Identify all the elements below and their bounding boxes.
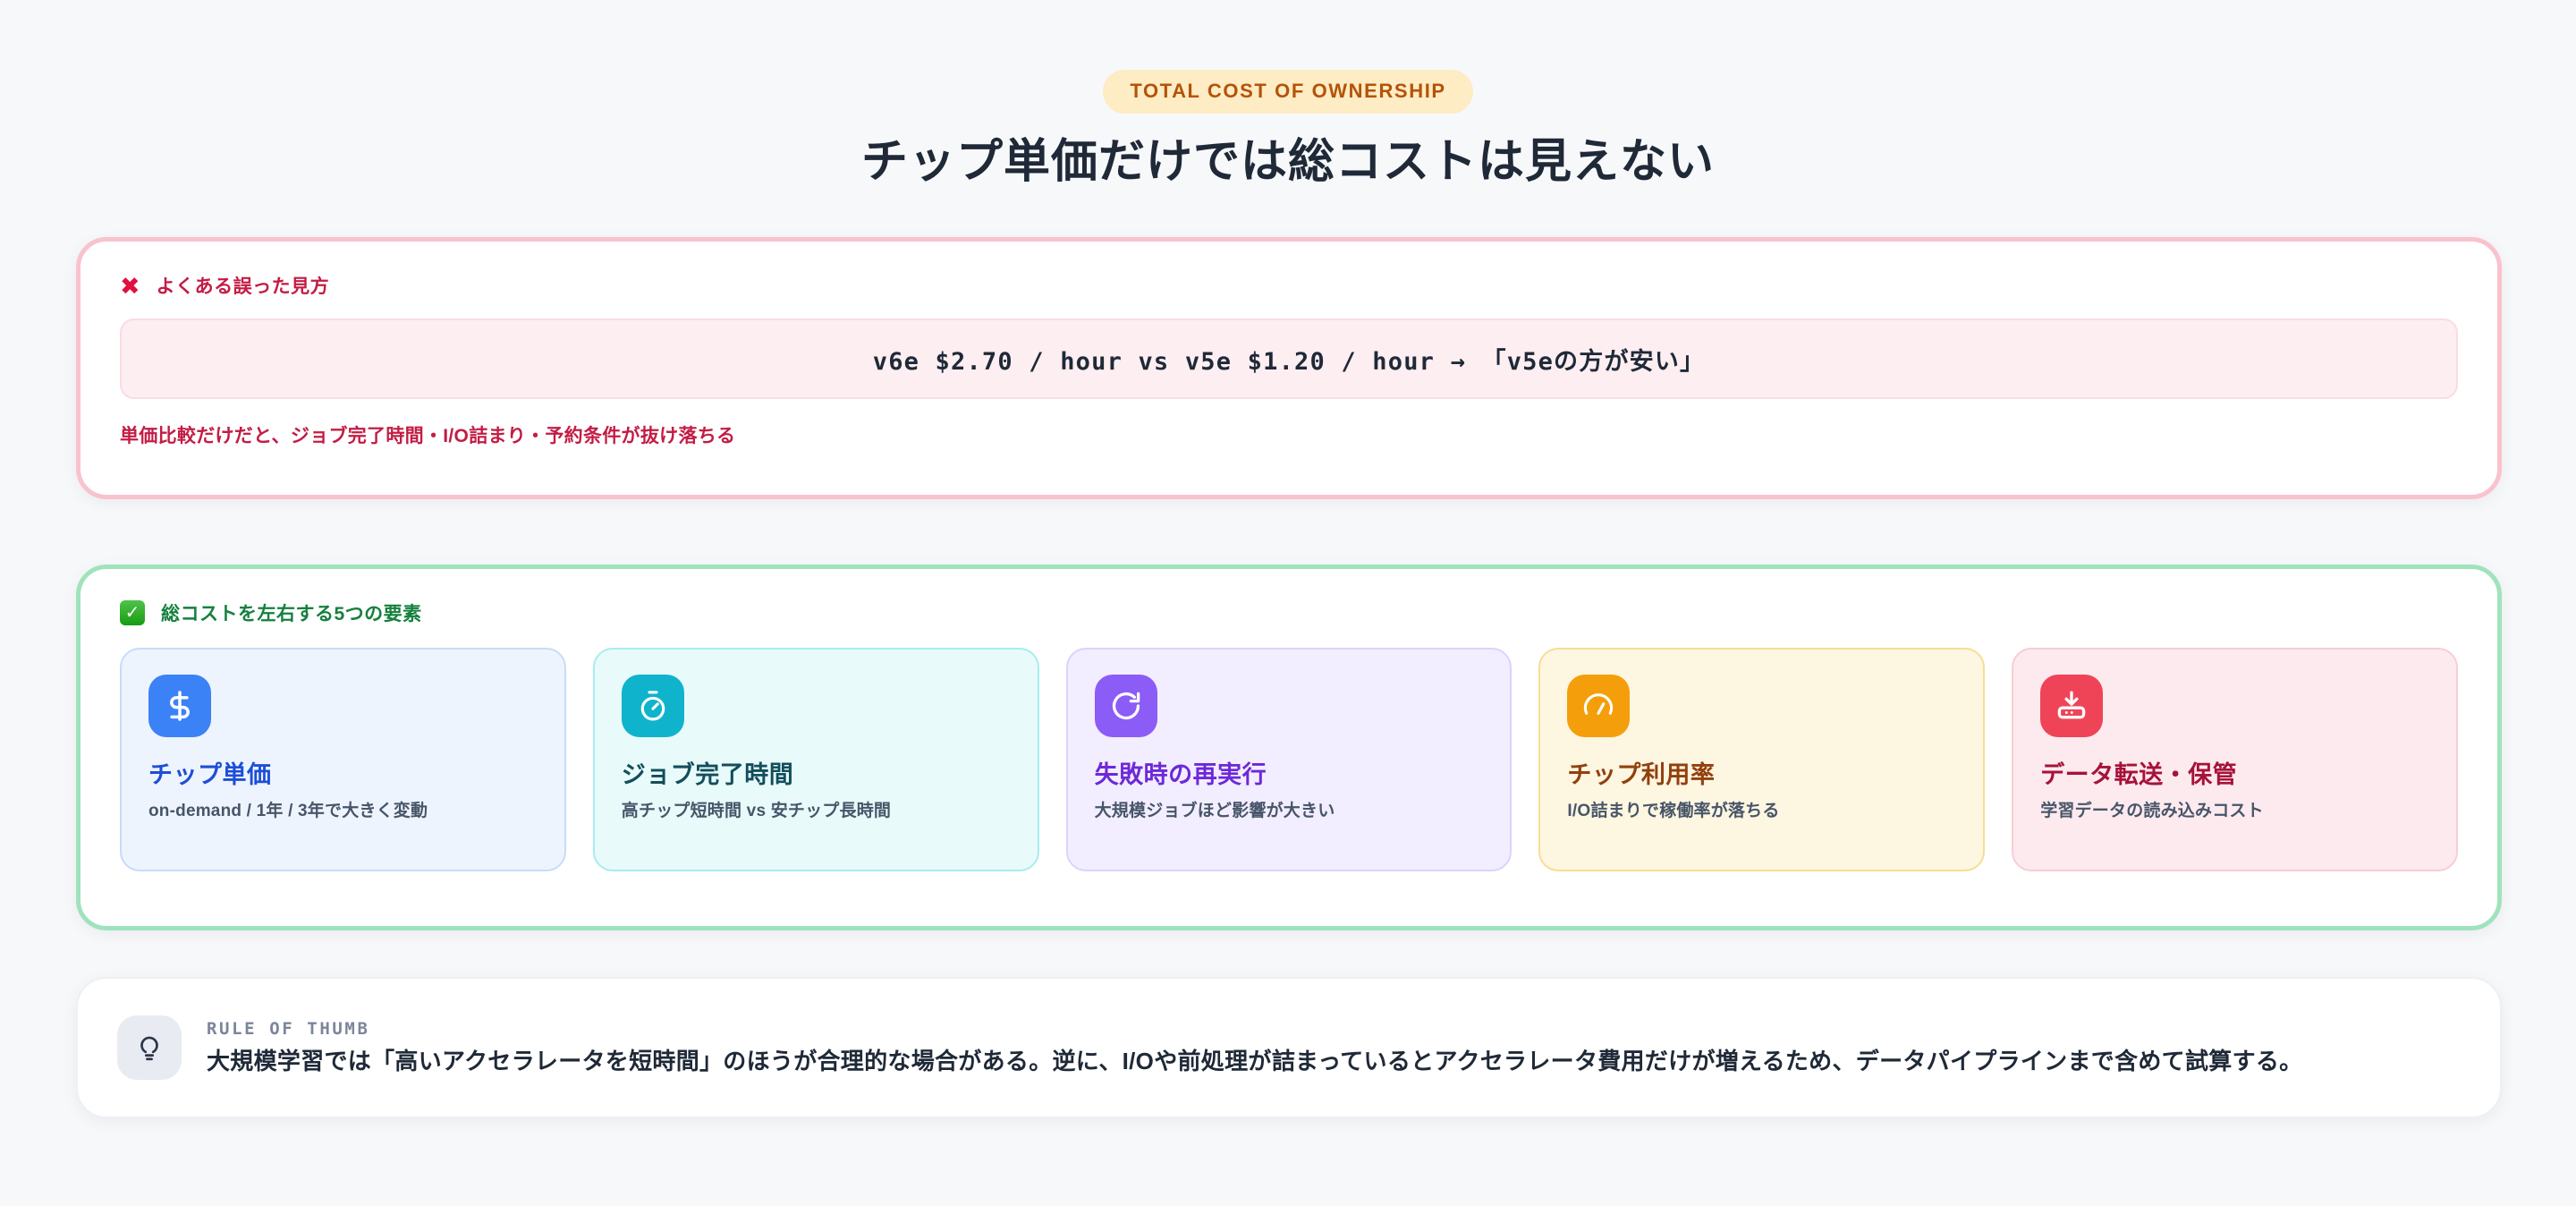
factor-card-utilization[interactable]: チップ利用率 I/O詰まりで稼働率が落ちる bbox=[1538, 648, 1986, 871]
factor-title: チップ利用率 bbox=[1567, 761, 1716, 788]
gauge-icon bbox=[1567, 675, 1631, 737]
stopwatch-icon bbox=[621, 675, 684, 737]
factors-header: ✓ 総コストを左右する5つの要素 bbox=[120, 598, 2458, 628]
factor-card-retry[interactable]: 失敗時の再実行 大規模ジョブほど影響が大きい bbox=[1065, 648, 1513, 871]
factor-grid: チップ単価 on-demand / 1年 / 3年で大きく変動 ジョブ完了時間 … bbox=[120, 648, 2458, 871]
factor-desc: I/O詰まりで稼働率が落ちる bbox=[1567, 802, 1780, 821]
misconception-card: ✖ よくある誤った見方 v6e $2.70 / hour vs v5e $1.2… bbox=[76, 237, 2502, 499]
factor-title: チップ単価 bbox=[148, 761, 272, 788]
misconception-label: よくある誤った見方 bbox=[156, 276, 330, 297]
factor-card-chip-price[interactable]: チップ単価 on-demand / 1年 / 3年で大きく変動 bbox=[120, 648, 566, 871]
factor-desc: 大規模ジョブほど影響が大きい bbox=[1094, 802, 1335, 821]
refresh-icon bbox=[1094, 675, 1157, 737]
data-transfer-icon bbox=[2040, 675, 2104, 737]
misconception-note: 単価比較だけだと、ジョブ完了時間・I/O詰まり・予約条件が抜け落ちる bbox=[120, 426, 736, 446]
rule-of-thumb-body: 大規模学習では「高いアクセラレータを短時間」のほうが合理的な場合がある。逆に、I… bbox=[207, 1048, 2303, 1075]
misconception-code-box: v6e $2.70 / hour vs v5e $1.20 / hour → 「… bbox=[120, 318, 2458, 399]
rule-of-thumb-texts: RULE OF THUMB 大規模学習では「高いアクセラレータを短時間」のほうが… bbox=[207, 1019, 2302, 1076]
misconception-code-text: v6e $2.70 / hour vs v5e $1.20 / hour → 「… bbox=[872, 347, 1706, 376]
factor-desc: 高チップ短時間 vs 安チップ長時間 bbox=[621, 802, 892, 821]
check-mark-icon: ✓ bbox=[120, 600, 145, 625]
misconception-header: ✖ よくある誤った見方 bbox=[120, 270, 2458, 301]
factor-title: 失敗時の再実行 bbox=[1094, 761, 1267, 788]
page-header: TOTAL COST OF OWNERSHIP チップ単価だけでは総コストは見え… bbox=[0, 0, 2576, 190]
dollar-icon bbox=[148, 675, 211, 737]
factor-card-data-transfer[interactable]: データ転送・保管 学習データの読み込みコスト bbox=[2012, 648, 2458, 871]
factor-card-job-time[interactable]: ジョブ完了時間 高チップ短時間 vs 安チップ長時間 bbox=[592, 648, 1039, 871]
factor-desc: 学習データの読み込みコスト bbox=[2040, 802, 2264, 821]
eyebrow-badge: TOTAL COST OF OWNERSHIP bbox=[1103, 70, 1473, 114]
rule-of-thumb-card: RULE OF THUMB 大規模学習では「高いアクセラレータを短時間」のほうが… bbox=[76, 977, 2502, 1118]
page-title: チップ単価だけでは総コストは見えない bbox=[860, 136, 1715, 188]
factor-title: ジョブ完了時間 bbox=[621, 761, 794, 788]
x-mark-icon: ✖ bbox=[120, 272, 140, 300]
factors-card: ✓ 総コストを左右する5つの要素 チップ単価 on-demand / 1年 / … bbox=[76, 565, 2502, 930]
factors-label: 総コストを左右する5つの要素 bbox=[161, 604, 422, 624]
lightbulb-icon bbox=[117, 1015, 182, 1080]
factor-title: データ転送・保管 bbox=[2040, 761, 2238, 788]
rule-of-thumb-eyebrow: RULE OF THUMB bbox=[207, 1019, 370, 1040]
factor-desc: on-demand / 1年 / 3年で大きく変動 bbox=[148, 802, 428, 821]
